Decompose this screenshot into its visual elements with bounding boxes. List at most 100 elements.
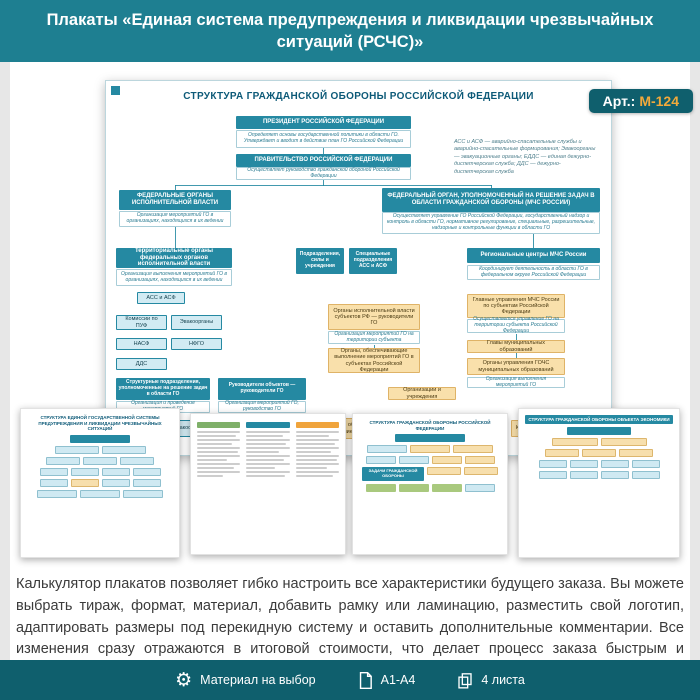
org-box-federal-bodies: ФЕДЕРАЛЬНЫЕ ОРГАНЫ ИСПОЛНИТЕЛЬНОЙ ВЛАСТИ <box>119 190 231 210</box>
thumbnail-sheet-4[interactable]: СТРУКТУРА ГРАЖДАНСКОЙ ОБОРОНЫ ОБЪЕКТА ЭК… <box>518 408 680 558</box>
mini-box <box>39 467 68 476</box>
thumbnail-3-badge: ЗАДАЧИ ГРАЖДАНСКОЙ ОБОРОНЫ <box>362 467 424 481</box>
article-label: Арт.: <box>602 93 636 109</box>
org-box-president: ПРЕЗИДЕНТ РОССИЙСКОЙ ФЕДЕРАЦИИ <box>236 116 411 129</box>
thumbnail-4-title: СТРУКТУРА ГРАЖДАНСКОЙ ОБОРОНЫ ОБЪЕКТА ЭК… <box>525 415 673 425</box>
mini-box <box>398 456 429 465</box>
mini-box <box>54 445 99 454</box>
poster-logo <box>111 86 120 95</box>
mini-box <box>101 467 130 476</box>
connector-line <box>516 334 517 340</box>
mini-box <box>619 449 653 458</box>
org-box-municipal-heads: Главы муниципальных образований <box>467 340 565 353</box>
mini-box <box>132 467 161 476</box>
org-note-regional-centers: Координирует деятельность в области ГО в… <box>467 265 600 280</box>
org-box-gochs: Органы управления ГОЧС муниципальных обр… <box>467 358 565 375</box>
mini-box <box>464 467 498 476</box>
org-cell-nfgo: НФГО <box>171 338 222 350</box>
page-icon <box>358 671 373 689</box>
mini-box <box>582 449 616 458</box>
feature-format-label: А1-А4 <box>380 673 416 687</box>
connector-line <box>175 227 176 248</box>
mini-header <box>197 422 241 428</box>
org-box-structural: Структурные подразделения, уполномоченны… <box>116 378 210 400</box>
mini-box <box>410 445 450 454</box>
thumbnail-sheet-2[interactable] <box>190 413 346 555</box>
mini-box <box>631 460 660 469</box>
mini-box <box>453 445 493 454</box>
mini-box <box>464 456 495 465</box>
org-box-regional-centers: Региональные центры МЧС России <box>467 248 600 263</box>
mini-box <box>631 471 660 480</box>
sheets-icon <box>457 672 473 689</box>
mini-box <box>431 483 462 492</box>
features-bar: ⚙ Материал на выбор А1-А4 4 листа <box>0 660 700 700</box>
org-note-object-leaders: Организация мероприятий ГО, руководство … <box>218 400 306 413</box>
feature-material-label: Материал на выбор <box>200 673 316 687</box>
org-note-mchs-subject: Осуществляется управление ГО на территор… <box>467 317 565 334</box>
org-cell-dds: ДДС <box>116 358 167 370</box>
connector-line <box>323 180 324 186</box>
mini-box <box>46 456 80 465</box>
thumbnail-3-title: СТРУКТУРА ГРАЖДАНСКОЙ ОБОРОНЫ РОССИЙСКОЙ… <box>369 420 491 431</box>
thumb2-column <box>197 422 241 477</box>
org-box-mchs-subject: Главные управления МЧС России по субъект… <box>467 294 565 318</box>
org-note-gochs: Организация выполнения мероприятий ГО <box>467 376 565 388</box>
feature-format: А1-А4 <box>358 671 416 689</box>
feature-material: ⚙ Материал на выбор <box>175 671 315 690</box>
mini-box <box>80 489 120 498</box>
mini-box <box>395 434 465 443</box>
mini-box <box>600 460 629 469</box>
thumb2-column <box>295 422 339 477</box>
page-title: Плакаты «Единая система предупреждения и… <box>46 10 654 51</box>
mini-box <box>120 456 154 465</box>
mini-box <box>37 489 77 498</box>
org-note-president: Определяет основы государственной полити… <box>236 130 411 148</box>
connector-line <box>491 185 492 188</box>
mini-header <box>246 422 290 428</box>
feature-sheets: 4 листа <box>457 672 525 689</box>
poster-title: СТРУКТУРА ГРАЖДАНСКОЙ ОБОРОНЫ РОССИЙСКОЙ… <box>183 91 534 102</box>
mini-box <box>365 483 396 492</box>
page-header: Плакаты «Единая система предупреждения и… <box>0 0 700 62</box>
mini-box <box>398 483 429 492</box>
thumbnail-sheet-1[interactable]: СТРУКТУРА ЕДИНОЙ ГОСУДАРСТВЕННОЙ СИСТЕМЫ… <box>20 408 180 558</box>
mini-box <box>569 460 598 469</box>
connector-line <box>323 148 324 154</box>
org-box-subjects: Органы исполнительной власти субъектов Р… <box>328 304 420 330</box>
connector-line <box>516 353 517 358</box>
mini-box <box>600 471 629 480</box>
mini-box <box>569 471 598 480</box>
mini-box <box>567 427 631 436</box>
org-box-object-leaders: Руководители объектов — руководители ГО <box>218 378 306 400</box>
thumbnail-sheet-3[interactable]: СТРУКТУРА ГРАЖДАНСКОЙ ОБОРОНЫ РОССИЙСКОЙ… <box>352 413 508 555</box>
mini-box <box>70 434 130 443</box>
mini-box <box>431 456 462 465</box>
org-cell-evak: Эвакоорганы <box>171 315 222 330</box>
mini-box <box>123 489 163 498</box>
mini-box <box>427 467 461 476</box>
mini-box <box>551 438 598 447</box>
mini-box <box>132 478 161 487</box>
connector-line <box>175 185 492 186</box>
mini-box <box>464 483 495 492</box>
mini-box <box>101 478 130 487</box>
mini-box <box>365 456 396 465</box>
mini-box <box>367 445 407 454</box>
thumbnail-1-title: СТРУКТУРА ЕДИНОЙ ГОСУДАРСТВЕННОЙ СИСТЕМЫ… <box>38 415 162 432</box>
mini-box <box>538 471 567 480</box>
mini-box <box>83 456 117 465</box>
org-cell-acc-acf: АСС и АСФ <box>137 292 185 304</box>
feature-sheets-label: 4 листа <box>481 673 525 687</box>
article-badge: Арт.:М-124 <box>588 89 693 113</box>
poster-image[interactable]: СТРУКТУРА ГРАЖДАНСКОЙ ОБОРОНЫ РОССИЙСКОЙ… <box>105 80 612 456</box>
org-cell-puf: Комиссии по ПУФ <box>116 315 167 330</box>
thumb2-column <box>246 422 290 477</box>
org-box-units: Подразделения, силы и учреждения <box>296 248 344 274</box>
mini-box <box>70 467 99 476</box>
org-box-providing-subject: Органы, обеспечивающие выполнение меропр… <box>328 348 420 373</box>
org-note-federal-bodies: Организация мероприятий ГО в организация… <box>119 211 231 227</box>
org-note-subjects: Организация мероприятий ГО на территории… <box>328 331 420 344</box>
gear-icon: ⚙ <box>175 669 193 691</box>
org-note-territorial: Организация выполнения мероприятий ГО в … <box>116 269 232 286</box>
